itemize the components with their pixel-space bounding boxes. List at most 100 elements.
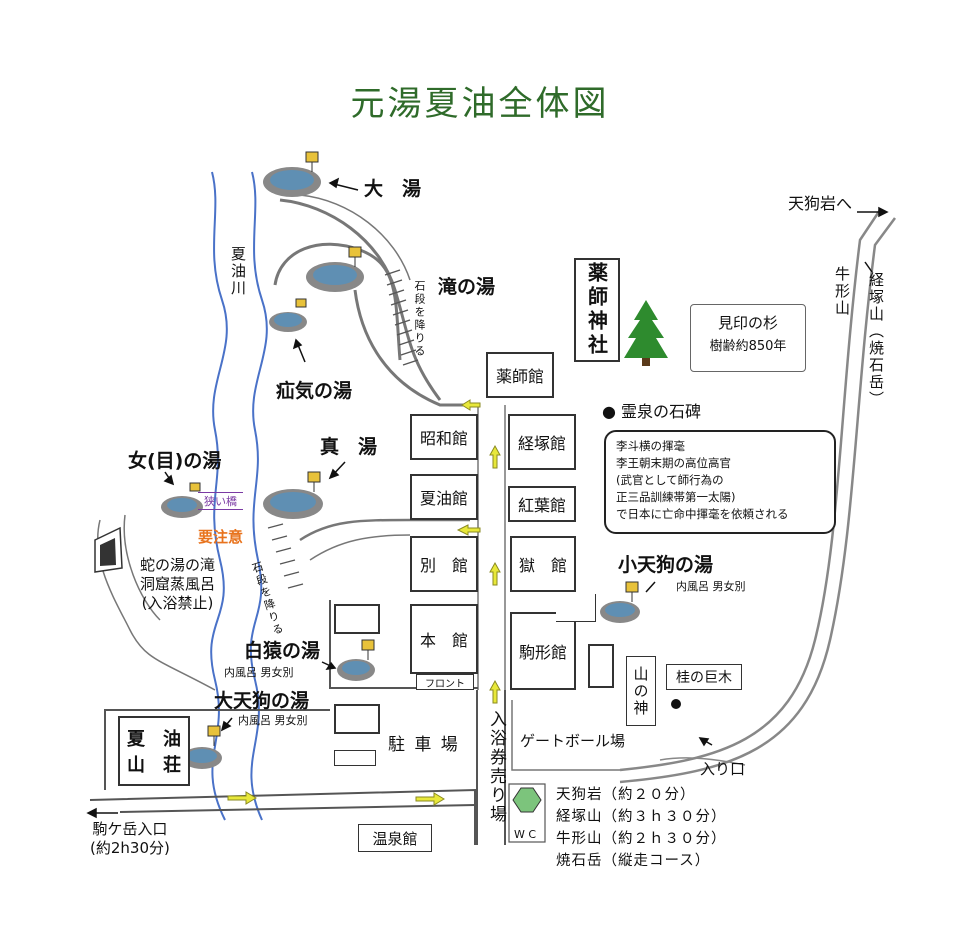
hotspring-icon-daitengu: [182, 725, 222, 769]
trail-legend: 天狗岩（約２０分） 経塚山（約３ｈ３０分） 牛形山（約２ｈ３０分） 焼石岳（縦走…: [556, 784, 727, 872]
hotspring-icon-taki: [306, 246, 364, 292]
note-line-2: 李王朝末期の高位高官: [616, 456, 731, 470]
label-komagatake: 駒ケ岳入口 (約2h30分): [90, 820, 170, 858]
small-building-4: [588, 644, 614, 688]
road-mid: [299, 518, 470, 542]
hotspring-icon-oyu: [263, 151, 321, 197]
building-yakushikan: 薬師館: [486, 352, 554, 398]
building-getokan: 夏油館: [410, 474, 478, 520]
monument-note: 李斗横の揮毫 李王朝末期の高位高官 (武官として師行為の 正三品訓練帯第一太陽)…: [604, 430, 836, 534]
komagatake-line-1: 駒ケ岳入口: [92, 820, 168, 838]
hotspring-icon-mayu: [263, 471, 323, 519]
label-cave-2: 洞窟蒸風呂: [140, 575, 216, 593]
label-kyozukayama: 経塚山（焼石岳）: [867, 272, 885, 408]
label-ticket: 入浴券売り場: [486, 710, 506, 824]
note-line-1: 李斗横の揮毫: [616, 439, 685, 453]
label-wc: W C: [514, 828, 537, 841]
river-line-right: [249, 171, 268, 821]
road-right-2: [619, 217, 897, 784]
small-building-1: [334, 604, 380, 634]
label-stairs-1: 石段を降りる: [413, 280, 426, 358]
road-mid-2: [309, 534, 411, 561]
small-building-3: [334, 750, 376, 766]
label-onnanoyu: 女(目)の湯: [128, 450, 222, 472]
gateball-area: [511, 700, 620, 771]
building-gokukan: 獄 館: [510, 536, 576, 592]
mountain-god: 山の神: [626, 656, 656, 726]
hotspring-icon-hakuen: [337, 639, 375, 681]
building-honkan: 本 館: [410, 604, 478, 674]
label-entrance: 入り口: [700, 760, 746, 778]
path-oyu-inner: [299, 194, 411, 281]
note-line-3: (武官として師行為の: [616, 473, 724, 487]
wc-hexagon: [512, 787, 542, 813]
label-daitengu: 大天狗の湯: [214, 690, 310, 712]
road-to-entrance: [659, 757, 746, 766]
getosanso-line-1: 夏 油: [127, 729, 181, 750]
arrow-right-1: [227, 791, 257, 805]
hotspring-icon-kotengu: [600, 581, 640, 623]
label-mayu: 真 湯: [320, 436, 378, 458]
wc-box: [508, 783, 546, 843]
yakushi-shrine: 薬師神社: [574, 258, 620, 362]
kotengu-wing: [556, 594, 596, 622]
legend-ushigata: 牛形山（約２ｈ３０分）: [556, 831, 727, 847]
note-line-5: で日本に亡命中揮毫を依頼される: [616, 507, 789, 521]
building-bekkan: 別 館: [410, 536, 478, 592]
stairs-upper: [384, 269, 419, 366]
label-kotengu: 小天狗の湯: [618, 554, 714, 576]
arrow-right-2: [415, 792, 445, 806]
road-right-1: [619, 209, 882, 772]
getosanso-line-2: 山 荘: [127, 755, 181, 776]
valley-line-2: [123, 514, 161, 621]
label-hakuen: 白猿の湯: [244, 640, 321, 662]
building-komagatakan: 駒形館: [510, 612, 576, 690]
arrow-up-2: [489, 561, 501, 586]
label-shakinoyu: 疝気の湯: [276, 380, 353, 402]
path-lower-arc: [353, 289, 480, 407]
building-kyozukakan: 経塚館: [508, 414, 576, 470]
katsura-tree: 桂の巨木: [666, 664, 742, 690]
legend-yakeishi: 焼石岳（縦走コース）: [556, 853, 711, 869]
label-kotengu-sub: 内風呂 男女別: [676, 580, 746, 593]
building-koyokan: 紅葉館: [508, 486, 576, 522]
legend-kyozuka: 経塚山（約３ｈ３０分）: [556, 809, 727, 825]
katsura-dot: [671, 699, 681, 709]
arrow-up-1: [489, 444, 501, 469]
label-ushigatayama: 牛形山: [833, 266, 851, 317]
sugi-box: 見印の杉 樹齢約850年: [690, 304, 806, 372]
label-takinoyu: 滝の湯: [438, 276, 496, 298]
road-bottom-top: [104, 709, 330, 790]
building-showakan: 昭和館: [410, 414, 478, 460]
label-oyu: 大 湯: [364, 178, 422, 200]
sugi-age: 樹齢約850年: [709, 339, 787, 354]
pointer-arrows: [86, 177, 889, 819]
building-onsenkan: 温泉館: [358, 824, 432, 852]
cedar-tree-icon: [624, 300, 668, 366]
map-title: 元湯夏油全体図: [350, 84, 610, 124]
stairs-lower: [267, 523, 304, 589]
road-bottom-main: [89, 788, 476, 845]
arrows: [227, 399, 501, 806]
label-narrow-bridge: 狭い橋: [198, 492, 243, 510]
label-caution: 要注意: [198, 528, 244, 546]
label-cave: 蛇の湯の滝 洞窟蒸風呂 (入浴禁止): [140, 556, 215, 613]
small-building-2: [334, 704, 380, 734]
label-hakuen-sub: 内風呂 男女別: [224, 666, 294, 679]
yakushi-shrine-label: 薬師神社: [584, 262, 609, 358]
komagatake-line-2: (約2h30分): [90, 839, 170, 857]
label-parking: 駐 車 場: [388, 735, 460, 755]
hotspring-icon-shaki: [269, 298, 307, 332]
legend-tenguiwa: 天狗岩（約２０分）: [556, 787, 696, 803]
label-cave-3: (入浴禁止): [141, 594, 214, 612]
label-daitengu-sub: 内風呂 男女別: [238, 714, 308, 727]
label-river: 夏油川: [229, 246, 247, 297]
note-line-4: 正三品訓練帯第一太陽): [616, 490, 736, 504]
arrow-left-2: [456, 524, 481, 536]
label-cave-1: 蛇の湯の滝: [140, 556, 216, 574]
cave-icon: [94, 526, 123, 573]
label-tenguiwa: 天狗岩へ: [788, 194, 853, 213]
arrow-up-3: [489, 679, 501, 704]
sugi-title: 見印の杉: [717, 314, 778, 332]
building-getosanso: 夏 油 山 荘: [118, 716, 190, 786]
